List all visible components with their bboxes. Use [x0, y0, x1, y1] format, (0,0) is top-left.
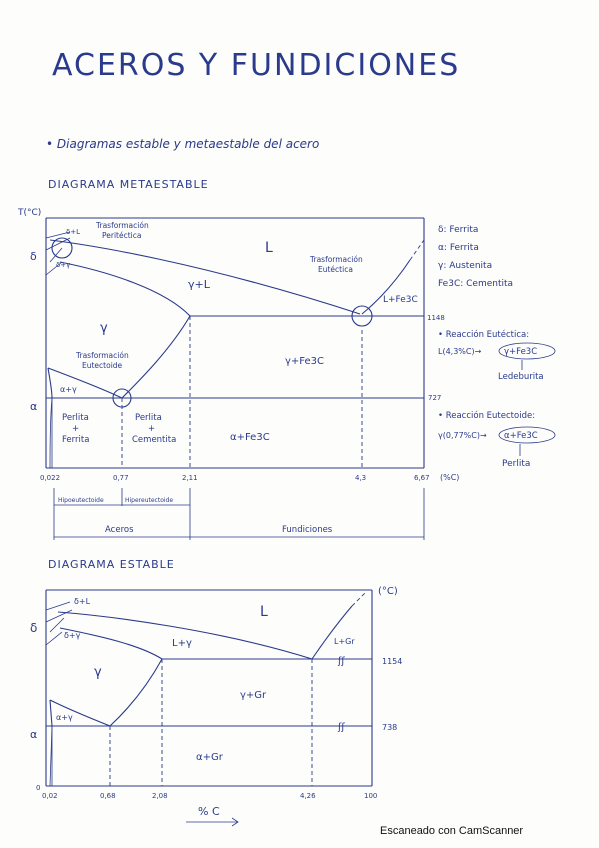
label-eutectoid-1: Trasformación: [75, 351, 129, 360]
stable-alpha-label: α: [30, 728, 37, 741]
metastable-heading: DIAGRAMA METAESTABLE: [48, 178, 209, 191]
reaction-eutectoid-title: • Reacción Eutectoide:: [438, 410, 535, 421]
temp-727: 727: [428, 394, 441, 402]
label-peritectic-1: Trasformación: [95, 221, 149, 230]
temp-1148: 1148: [427, 314, 445, 322]
reaction-eutectic-name: Ledeburita: [498, 372, 544, 382]
metastable-frame: [45, 217, 425, 469]
stable-liquidus-dashed: [351, 591, 367, 607]
range-aceros: Aceros: [105, 525, 134, 535]
stable-liquidus-left: [57, 611, 313, 660]
reaction-eutectoid-formula: γ(0,77%C)→: [438, 431, 487, 440]
legend-gamma: γ: Austenita: [438, 261, 492, 271]
legend-alpha: α: Ferrita: [438, 243, 479, 253]
stable-tick-100: 100: [364, 792, 377, 800]
break-mark-1154: ʃʃ: [337, 656, 345, 667]
tick-211: 2,11: [182, 474, 198, 482]
metastable-eutectic-circle: [351, 305, 373, 327]
metastable-liquidus-dashed: [409, 239, 425, 261]
metastable-liquidus-left: [49, 239, 361, 315]
page-subtitle: • Diagramas estable y metaestable del ac…: [46, 137, 319, 151]
region-L: L: [265, 240, 273, 256]
range-hipo: Hipoeutectoide: [58, 497, 104, 504]
metastable-delta-label: δ: [30, 250, 37, 263]
region-alpha-gamma: α+γ: [60, 385, 77, 394]
metastable-y-axis-label: T(°C): [17, 208, 41, 218]
stable-zero-label: 0: [36, 784, 40, 792]
page-title: ACEROS Y FUNDICIONES: [52, 48, 460, 83]
stable-heading: DIAGRAMA ESTABLE: [48, 558, 175, 571]
stable-region-delta-gamma: δ+γ: [64, 631, 81, 640]
region-L-Fe3C: L+Fe3C: [383, 295, 418, 305]
label-peritectic-2: Peritéctica: [102, 231, 141, 240]
metastable-solvus: [49, 397, 53, 469]
perlita-ferrita-3: Ferrita: [62, 435, 89, 445]
stable-tick-426: 4,26: [300, 792, 316, 800]
metastable-solidus: [59, 261, 191, 317]
reaction-eutectic-product: γ+Fe3C: [504, 347, 537, 357]
metastable-alpha-label: α: [30, 400, 37, 413]
stable-region-L-gamma: L+γ: [172, 638, 192, 649]
stable-tick-208: 2,08: [152, 792, 168, 800]
metastable-peritectic-lines: [45, 231, 71, 276]
perlita-cementita-3: Cementita: [132, 435, 176, 445]
stable-region-alpha-Gr: α+Gr: [196, 752, 224, 763]
stable-tick-002: 0,02: [42, 792, 58, 800]
region-alpha-Fe3C: α+Fe3C: [230, 432, 270, 443]
label-eutectic-2: Eutéctica: [318, 265, 353, 274]
stable-delta-label: δ: [30, 621, 37, 635]
stable-y-axis-label: (°C): [378, 586, 398, 597]
label-eutectoid-2: Eutectoide: [82, 361, 123, 370]
region-delta-L: δ+L: [66, 228, 80, 236]
metastable-acm-line: [121, 315, 191, 399]
temp-1154: 1154: [382, 657, 402, 666]
perlita-cementita-1: Perlita: [135, 413, 162, 423]
stable-x-label: % C: [198, 805, 220, 818]
legend-fe3c: Fe3C: Cementita: [438, 279, 513, 289]
stable-region-alpha-gamma: α+γ: [56, 713, 73, 722]
stable-tick-068: 0,68: [100, 792, 116, 800]
tick-077: 0,77: [113, 474, 129, 482]
break-mark-738: ʃʃ: [337, 722, 345, 733]
reaction-eutectic-ellipse: [498, 342, 556, 360]
x-unit: (%C): [440, 473, 459, 482]
stable-liquidus-right: [311, 605, 353, 660]
perlita-ferrita-1: Perlita: [62, 413, 89, 423]
stable-region-L-Gr: L+Gr: [334, 637, 355, 646]
metastable-alpha-boundary: [47, 367, 53, 399]
stable-region-L: L: [260, 604, 268, 620]
stable-frame: [45, 589, 373, 787]
stable-region-gamma: γ: [94, 665, 102, 680]
stable-region-gamma-Gr: γ+Gr: [240, 690, 267, 701]
range-hiper: Hipereutectoide: [125, 497, 173, 504]
reaction-eutectoid-ellipse: [498, 426, 556, 444]
metastable-a3-line: [47, 367, 123, 399]
perlita-ferrita-2: +: [72, 424, 79, 434]
tick-667: 6,67: [414, 474, 430, 482]
reaction-eutectic-title: • Reacción Eutéctica:: [438, 329, 529, 340]
reaction-eutectoid-name: Perlita: [502, 459, 530, 469]
region-gamma: γ: [100, 321, 108, 336]
camscanner-watermark: Escaneado con CamScanner: [380, 825, 523, 837]
tick-43: 4,3: [355, 474, 366, 482]
reaction-eutectoid-product: α+Fe3C: [504, 431, 538, 441]
region-gamma-Fe3C: γ+Fe3C: [285, 356, 324, 367]
stable-a3-line: [49, 699, 111, 727]
metastable-peritectic-circle: [51, 237, 73, 259]
stable-region-delta-L: δ+L: [74, 597, 91, 606]
metastable-liquidus-right: [361, 259, 411, 315]
legend-delta: δ: Ferrita: [438, 225, 478, 235]
temp-738: 738: [382, 723, 397, 732]
region-delta-gamma: δ+γ: [56, 261, 70, 269]
stable-solidus: [59, 627, 163, 660]
stable-acm-line: [109, 658, 163, 727]
reaction-eutectic-formula: L(4,3%C)→: [438, 347, 482, 356]
perlita-cementita-2: +: [148, 424, 155, 434]
stable-peritectic-lines: [45, 601, 73, 646]
region-gamma-L: γ+L: [188, 278, 211, 291]
tick-0022: 0,022: [40, 474, 60, 482]
label-eutectic-1: Trasformación: [309, 255, 363, 264]
range-fundiciones: Fundiciones: [282, 525, 333, 535]
